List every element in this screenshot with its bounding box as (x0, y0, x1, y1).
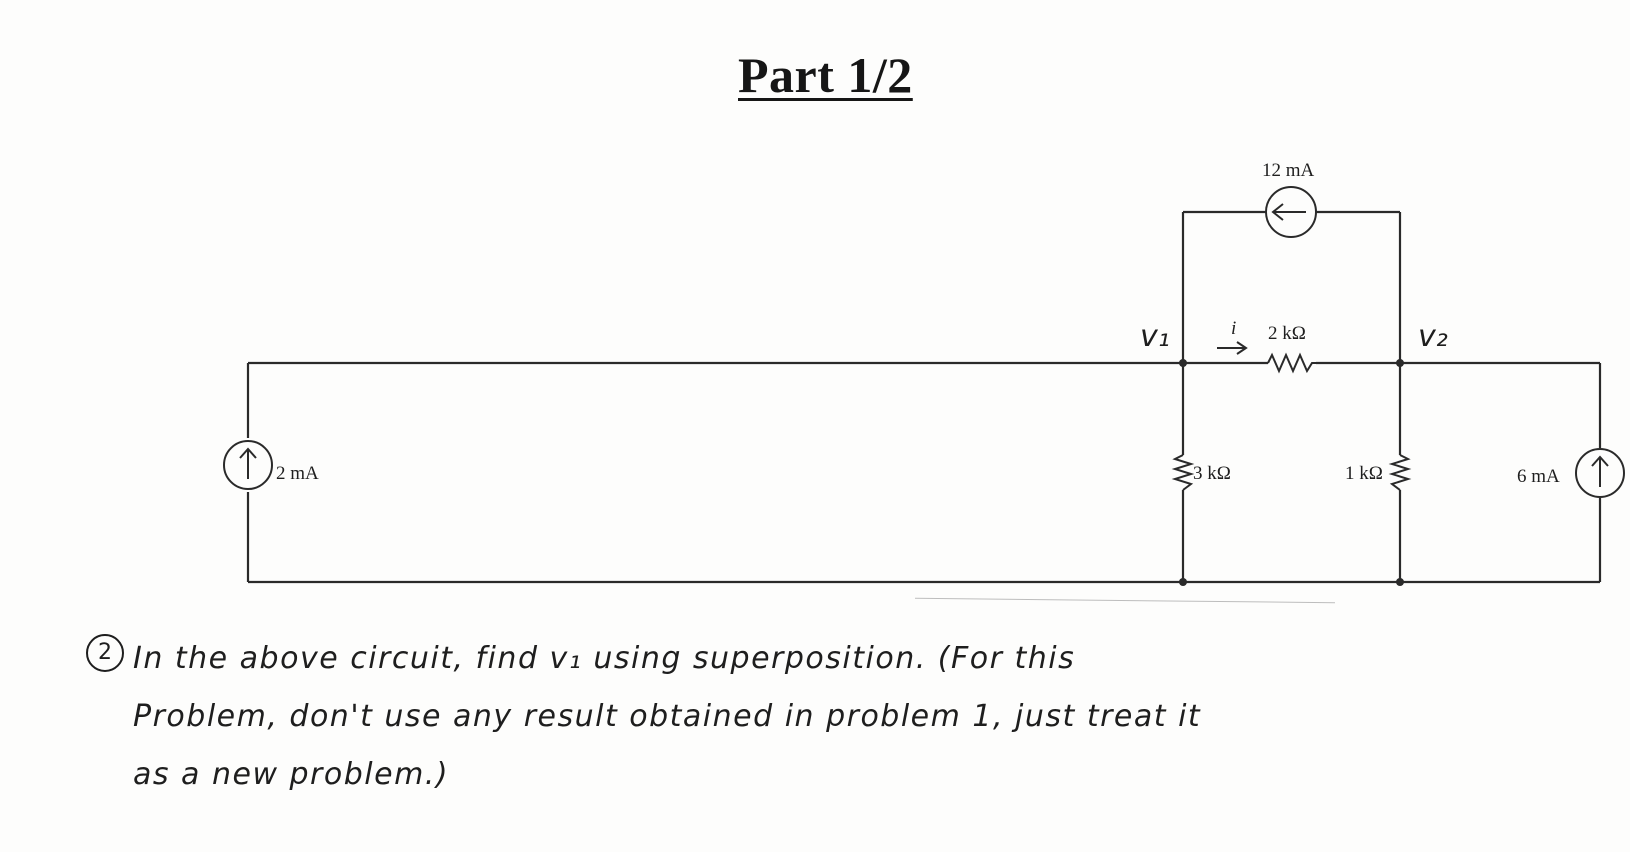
source-6ma (1575, 448, 1625, 498)
node-v2 (1396, 359, 1404, 367)
page-title: Part 1/2 (738, 47, 913, 103)
node-bottom-3k (1179, 578, 1187, 586)
source-2ma (223, 440, 273, 490)
problem-number-badge: 2 (86, 634, 124, 672)
problem-line-2: Problem, don't use any result obtained i… (133, 699, 1202, 734)
label-node-v1: v₁ (1140, 319, 1170, 354)
resistor-1k (1388, 454, 1412, 491)
node-v1 (1179, 359, 1187, 367)
label-current-i: i (1231, 318, 1236, 339)
source-12ma (1265, 186, 1317, 238)
label-6ma: 6 mA (1517, 466, 1560, 487)
label-3k: 3 kΩ (1193, 463, 1231, 484)
problem-line-3: as a new problem.) (133, 757, 450, 792)
label-12ma: 12 mA (1262, 160, 1315, 181)
label-2ma: 2 mA (276, 463, 319, 484)
resistor-3k (1171, 454, 1195, 491)
problem-text: In the above circuit, find v₁ using supe… (133, 630, 1573, 804)
label-1k: 1 kΩ (1345, 463, 1383, 484)
node-bottom-1k (1396, 578, 1404, 586)
label-node-v2: v₂ (1418, 319, 1448, 354)
resistor-2k (1267, 352, 1316, 374)
label-2k: 2 kΩ (1268, 323, 1306, 344)
problem-line-1: In the above circuit, find v₁ using supe… (133, 641, 1076, 676)
current-arrow-icon (1217, 341, 1248, 355)
